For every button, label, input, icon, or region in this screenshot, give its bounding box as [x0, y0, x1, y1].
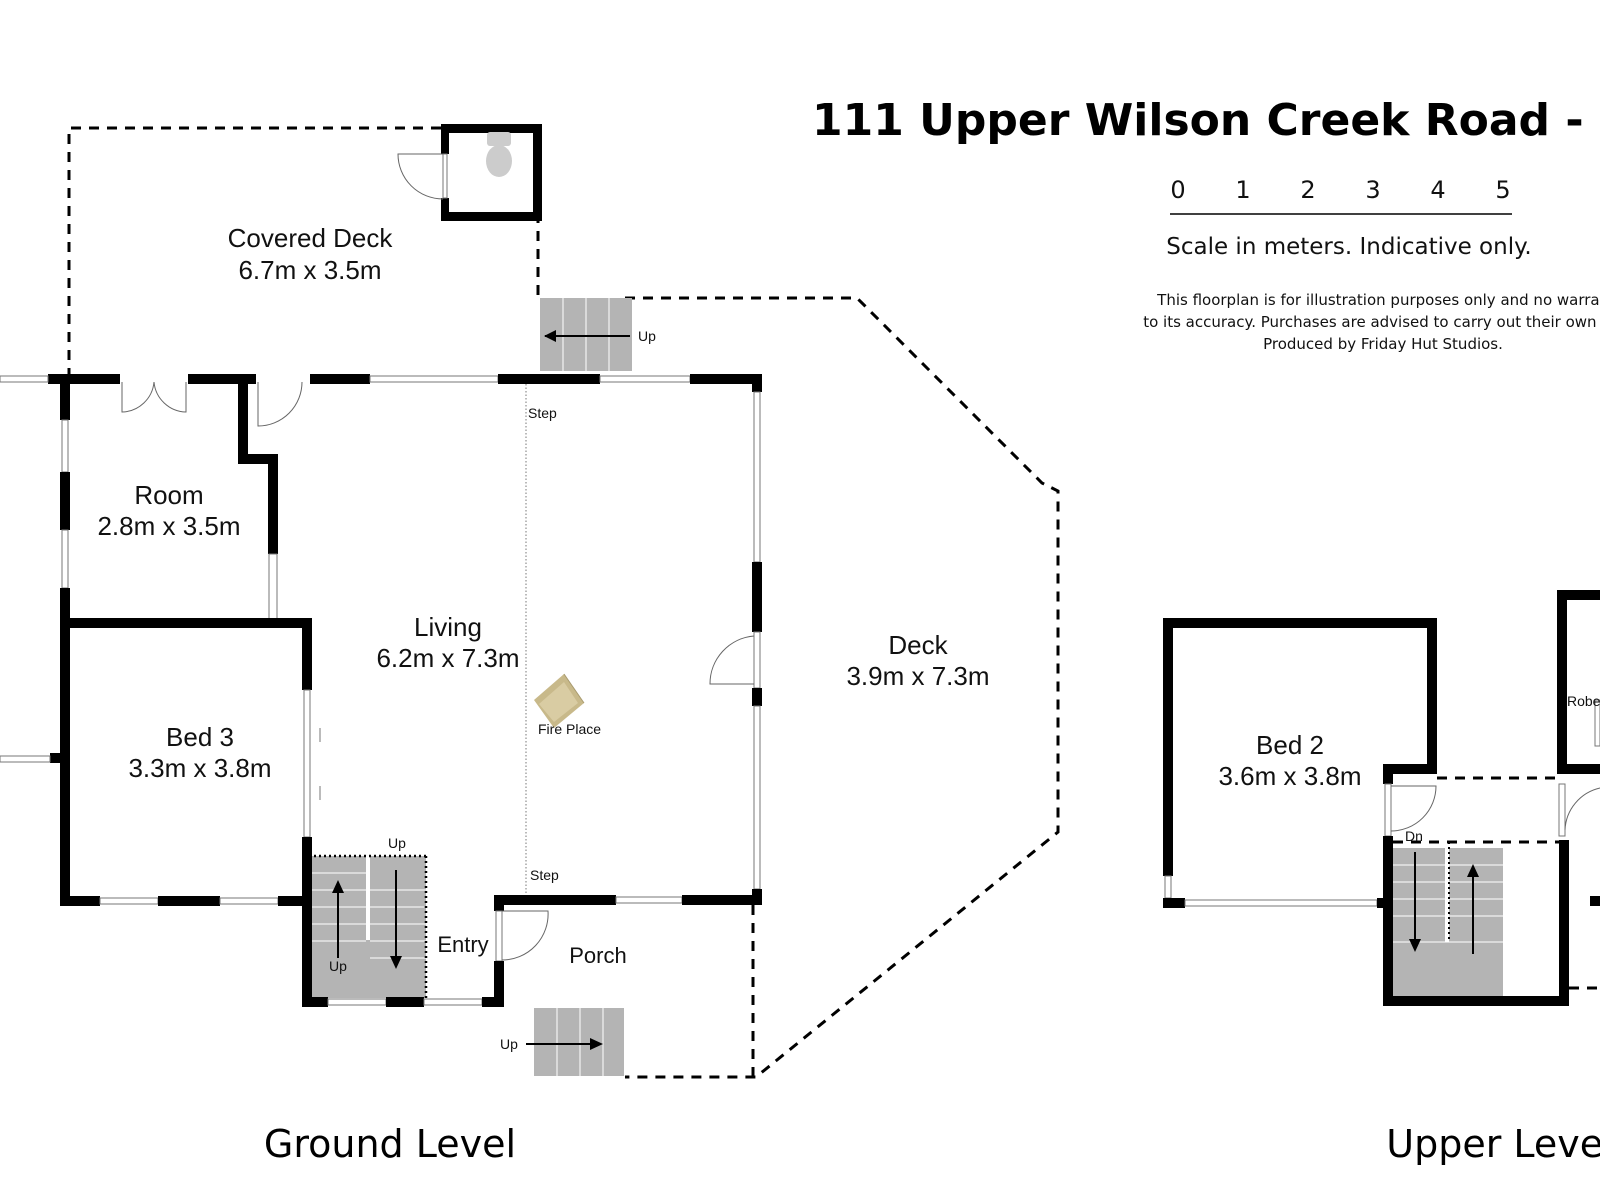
room-name-entry: Entry: [437, 932, 488, 957]
arrow-down-icon: [1409, 939, 1421, 952]
up-label: Up: [500, 1036, 518, 1052]
fire-place-label: Fire Place: [538, 721, 601, 737]
upper-level-plan: Dn Robe Bed 2 3.6m x 3.8m Upper Level: [1163, 590, 1600, 1166]
ground-level-label: Ground Level: [264, 1122, 516, 1166]
scale-tick: 0: [1170, 176, 1185, 204]
living-right-wall: [709, 374, 762, 905]
disclaimer-line: Produced by Friday Hut Studios.: [1263, 335, 1503, 353]
upper-level-label: Upper Level: [1386, 1122, 1600, 1166]
toilet-bowl-icon: [486, 145, 512, 177]
arrow-up-icon: [1467, 864, 1479, 877]
scale-tick: 4: [1430, 176, 1445, 204]
inner-stairs: Up Up: [312, 835, 428, 998]
covered-deck-outline: [67, 126, 443, 378]
scale-tick: 2: [1300, 176, 1315, 204]
room-name-robe: Robe: [1567, 693, 1600, 709]
entry-bottom-wall: [302, 997, 504, 1007]
room-size-deck: 3.9m x 7.3m: [846, 661, 989, 691]
fireplace-icon: [534, 673, 585, 728]
door-swing-icon: [1390, 785, 1437, 832]
door-swing-icon: [1564, 787, 1600, 831]
ground-level-plan: Up: [0, 124, 1060, 1166]
dn-label: Dn: [1405, 828, 1423, 844]
scale-label: Scale in meters. Indicative only.: [1166, 234, 1532, 260]
room-size-bed2: 3.6m x 3.8m: [1218, 761, 1361, 791]
disclaimer: This floorplan is for illustration purpo…: [1143, 291, 1600, 353]
arrow-right-icon: [590, 1038, 603, 1050]
room-name-deck: Deck: [888, 630, 948, 660]
room-name-room: Room: [134, 480, 203, 510]
scale-bar: 0 1 2 3 4 5 Scale in meters. Indicative …: [1166, 176, 1532, 260]
door-swing-icon: [257, 381, 303, 427]
room-name-living: Living: [414, 612, 482, 642]
page-title: 111 Upper Wilson Creek Road - Upper: [812, 95, 1600, 146]
left-wall: [0, 374, 70, 906]
up-label: Up: [329, 958, 347, 974]
step-label: Step: [528, 405, 557, 421]
entry-walls: [494, 895, 762, 1007]
scale-tick: 1: [1235, 176, 1250, 204]
room-name-bed2: Bed 2: [1256, 730, 1324, 760]
scale-tick: 3: [1365, 176, 1380, 204]
room-size-living: 6.2m x 7.3m: [376, 643, 519, 673]
room-name-porch: Porch: [569, 943, 626, 968]
room-size-covered-deck: 6.7m x 3.5m: [238, 255, 381, 285]
toilet-cubicle: [397, 124, 542, 221]
disclaimer-line: This floorplan is for illustration purpo…: [1156, 291, 1600, 309]
door-swing-icon: [153, 381, 187, 413]
arrow-left-icon: [544, 330, 556, 342]
top-wall: [0, 374, 762, 427]
deck-outline: [625, 296, 1060, 1079]
door-swing-icon: [397, 153, 444, 200]
deck-stairs: Up: [540, 298, 656, 371]
up-label: Up: [388, 835, 406, 851]
door-swing-icon: [501, 910, 549, 961]
step-label: Step: [530, 867, 559, 883]
door-swing-icon: [121, 381, 155, 413]
room-size-bed3: 3.3m x 3.8m: [128, 753, 271, 783]
room-size-room: 2.8m x 3.5m: [97, 511, 240, 541]
up-label: Up: [638, 328, 656, 344]
disclaimer-line: to its accuracy. Purchases are advised t…: [1143, 313, 1600, 331]
room-divider-wall: [60, 374, 321, 1007]
room-name-bed3: Bed 3: [166, 722, 234, 752]
scale-tick: 5: [1495, 176, 1510, 204]
porch-stairs: Up: [500, 1008, 624, 1076]
room-name-covered-deck: Covered Deck: [228, 223, 394, 253]
toilet-icon: [487, 132, 511, 146]
arrow-up-icon: [332, 880, 344, 893]
arrow-down-icon: [390, 956, 402, 969]
door-swing-icon: [709, 635, 755, 685]
bed3-bottom-wall: [60, 896, 312, 906]
